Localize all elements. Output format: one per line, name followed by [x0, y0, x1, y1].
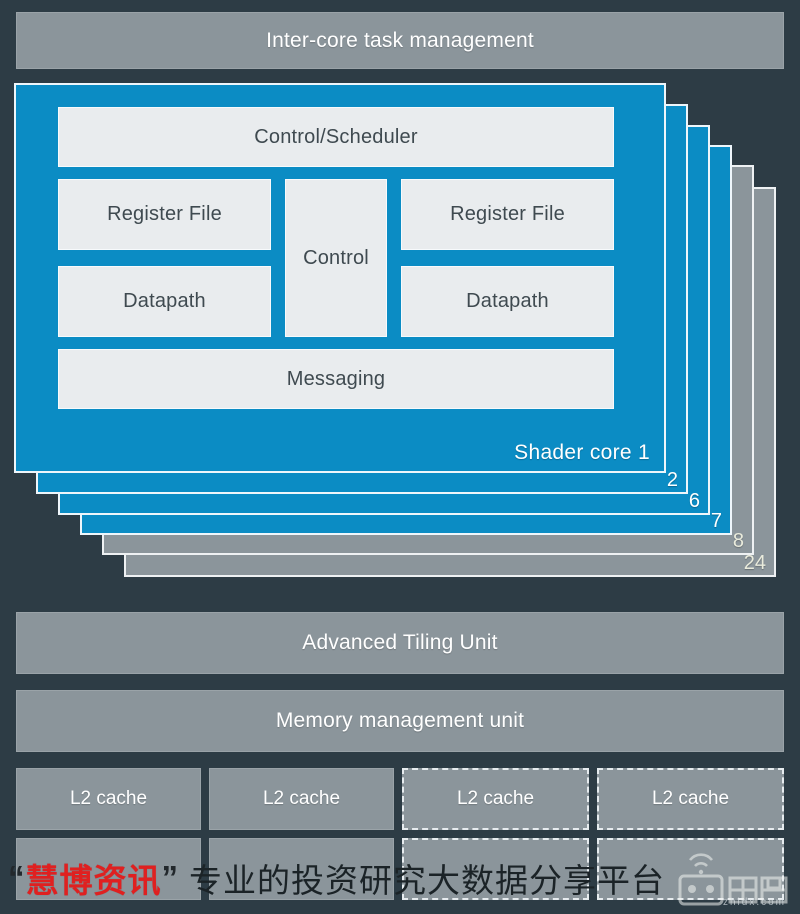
- advanced-tiling-unit-label: Advanced Tiling Unit: [302, 631, 498, 654]
- l2-cache-cell: L2 cache: [209, 768, 394, 830]
- datapath-right-label: Datapath: [466, 290, 549, 312]
- shader-core-layer-6-label: 6: [688, 490, 700, 512]
- shader-core-layer-24-label: 24: [743, 552, 766, 574]
- l2-cache-cell: L2 cache: [402, 768, 589, 830]
- l2-cache-label: L2 cache: [456, 788, 535, 809]
- shader-core-layer-2-label: 2: [666, 469, 678, 491]
- messaging-label: Messaging: [286, 367, 386, 390]
- shader-core-layer-8-label: 8: [732, 530, 744, 552]
- datapath-right-block: Datapath: [401, 266, 614, 337]
- l2-cache-label: L2 cache: [651, 788, 730, 809]
- memory-management-unit-bar: Memory management unit: [16, 690, 784, 752]
- control-scheduler-block: Control/Scheduler: [58, 107, 614, 167]
- register-file-left-block: Register File: [58, 179, 271, 250]
- l2-cache-cell: [16, 838, 201, 900]
- control-scheduler-label: Control/Scheduler: [254, 125, 418, 148]
- register-file-right-block: Register File: [401, 179, 614, 250]
- advanced-tiling-unit-bar: Advanced Tiling Unit: [16, 612, 784, 674]
- messaging-block: Messaging: [58, 349, 614, 409]
- l2-cache-row-2: [16, 838, 784, 900]
- l2-cache-cell: [597, 838, 784, 900]
- datapath-left-block: Datapath: [58, 266, 271, 337]
- shader-core-stack: 24 8 7 6 2 Control/Scheduler Register Fi…: [14, 83, 786, 593]
- l2-cache-cell: [209, 838, 394, 900]
- l2-cache-row-1: L2 cache L2 cache L2 cache L2 cache: [16, 768, 784, 830]
- register-file-right-label: Register File: [450, 203, 565, 225]
- l2-cache-cell: [402, 838, 589, 900]
- shader-core-1-label: Shader core 1: [514, 441, 650, 464]
- l2-cache-cell: L2 cache: [16, 768, 201, 830]
- core-right-column: Register File Datapath: [401, 179, 614, 337]
- datapath-left-label: Datapath: [123, 290, 206, 312]
- inter-core-task-management-bar: Inter-core task management: [16, 12, 784, 69]
- shader-core-layer-7-label: 7: [710, 510, 722, 532]
- control-label: Control: [303, 246, 369, 269]
- control-block: Control: [285, 179, 387, 337]
- core-middle-row: Register File Datapath Control Register …: [58, 179, 614, 337]
- memory-management-unit-label: Memory management unit: [275, 709, 525, 732]
- l2-cache-label: L2 cache: [262, 788, 341, 809]
- register-file-left-label: Register File: [107, 203, 222, 225]
- shader-core-1: Control/Scheduler Register File Datapath…: [14, 83, 666, 473]
- l2-cache-label: L2 cache: [69, 788, 148, 809]
- l2-cache-cell: L2 cache: [597, 768, 784, 830]
- header-title: Inter-core task management: [266, 28, 534, 52]
- core-left-column: Register File Datapath: [58, 179, 271, 337]
